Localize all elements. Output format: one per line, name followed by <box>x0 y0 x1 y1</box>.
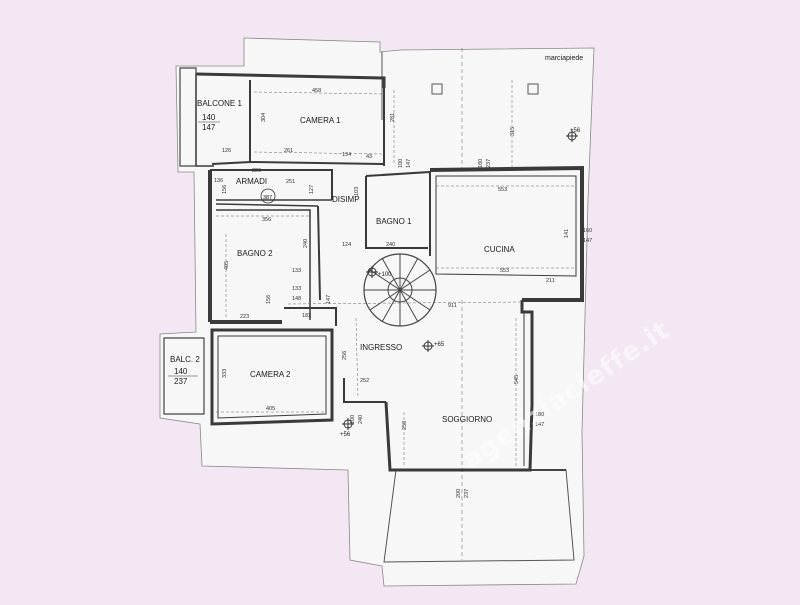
svg-text:405: 405 <box>266 406 275 412</box>
svg-text:147: 147 <box>406 159 412 168</box>
svg-text:304: 304 <box>261 113 267 122</box>
column-marker <box>527 83 539 95</box>
ingresso-label: INGRESSO <box>360 343 402 352</box>
svg-text:133: 133 <box>292 286 301 292</box>
spiral-stair <box>363 253 437 327</box>
svg-text:240: 240 <box>386 242 395 248</box>
disimp-label: DISIMP <box>332 195 360 204</box>
level-ingresso: +65 <box>434 342 445 348</box>
svg-text:141: 141 <box>564 229 570 238</box>
svg-text:256: 256 <box>342 351 348 360</box>
svg-text:103: 103 <box>354 187 360 196</box>
level-outside: +56 <box>570 128 581 134</box>
svg-text:553: 553 <box>498 187 507 193</box>
window-dims: 100 147 180 237 160 147 180 147 100 240 … <box>350 159 592 498</box>
svg-text:251: 251 <box>286 179 295 185</box>
cucina-label: CUCINA <box>484 245 515 254</box>
level-markers <box>342 130 578 430</box>
svg-text:134: 134 <box>342 152 351 158</box>
svg-text:240: 240 <box>303 239 309 248</box>
walls <box>195 72 584 472</box>
bagno2-label: BAGNO 2 <box>237 249 273 258</box>
paper-sheet <box>159 37 595 587</box>
svg-text:281: 281 <box>390 113 396 122</box>
svg-text:240: 240 <box>358 415 364 424</box>
balc2-dim-top: 140 <box>174 367 188 376</box>
svg-text:252: 252 <box>360 378 369 384</box>
svg-text:182: 182 <box>302 313 311 319</box>
svg-text:315: 315 <box>510 127 516 136</box>
armadi-marker <box>260 188 276 204</box>
svg-text:126: 126 <box>222 148 231 154</box>
svg-text:545: 545 <box>514 375 520 384</box>
svg-text:133: 133 <box>292 268 301 274</box>
armadi-label: ARMADI <box>236 177 267 186</box>
svg-text:147: 147 <box>326 295 332 304</box>
svg-text:200: 200 <box>456 489 462 498</box>
balc2-outline <box>163 337 205 415</box>
balc2-dim-bottom: 237 <box>174 377 188 386</box>
svg-text:356: 356 <box>262 217 271 223</box>
svg-text:180: 180 <box>535 412 544 418</box>
svg-text:553: 553 <box>500 268 509 274</box>
svg-text:156: 156 <box>266 295 272 304</box>
svg-text:211: 211 <box>546 278 555 284</box>
svg-text:261: 261 <box>284 148 293 154</box>
svg-text:237: 237 <box>486 159 492 168</box>
balcone1-dim-bottom: 147 <box>202 123 216 132</box>
soggiorno-label: SOGGIORNO <box>442 415 492 424</box>
svg-text:100: 100 <box>398 159 404 168</box>
balcone1-outline <box>179 67 197 167</box>
svg-text:180: 180 <box>478 159 484 168</box>
balcone1-dim-top: 140 <box>202 113 216 122</box>
balcone1-label: BALCONE 1 <box>197 99 242 108</box>
bagno1-label: BAGNO 1 <box>376 217 412 226</box>
balc2-label: BALC. 2 <box>170 355 200 364</box>
column-marker <box>431 83 443 95</box>
svg-text:333: 333 <box>222 369 228 378</box>
svg-text:156: 156 <box>222 185 228 194</box>
dimension-labels: 458 304 261 134 43 126 229 136 156 251 1… <box>214 88 570 430</box>
svg-text:405: 405 <box>224 261 230 270</box>
svg-text:258: 258 <box>402 421 408 430</box>
svg-text:911: 911 <box>448 303 457 309</box>
svg-text:100: 100 <box>350 415 356 424</box>
svg-text:127: 127 <box>309 185 315 194</box>
svg-text:229: 229 <box>252 168 261 174</box>
svg-text:147: 147 <box>583 238 592 244</box>
svg-text:136: 136 <box>214 178 223 184</box>
svg-text:237: 237 <box>464 489 470 498</box>
level-soggiorno-door: +56 <box>340 432 351 438</box>
camera1-label: CAMERA 1 <box>300 116 341 125</box>
dimension-lines <box>216 80 576 466</box>
camera2-label: CAMERA 2 <box>250 370 291 379</box>
svg-text:148: 148 <box>292 296 301 302</box>
svg-text:458: 458 <box>312 88 321 94</box>
svg-text:43: 43 <box>366 154 372 160</box>
svg-text:147: 147 <box>535 422 544 428</box>
svg-text:223: 223 <box>240 314 249 320</box>
svg-text:124: 124 <box>342 242 351 248</box>
street-label: marciapiede <box>545 55 583 62</box>
level-stair: +100 <box>378 272 392 278</box>
armadi-dim: 387 <box>263 195 272 201</box>
svg-text:160: 160 <box>583 228 592 234</box>
